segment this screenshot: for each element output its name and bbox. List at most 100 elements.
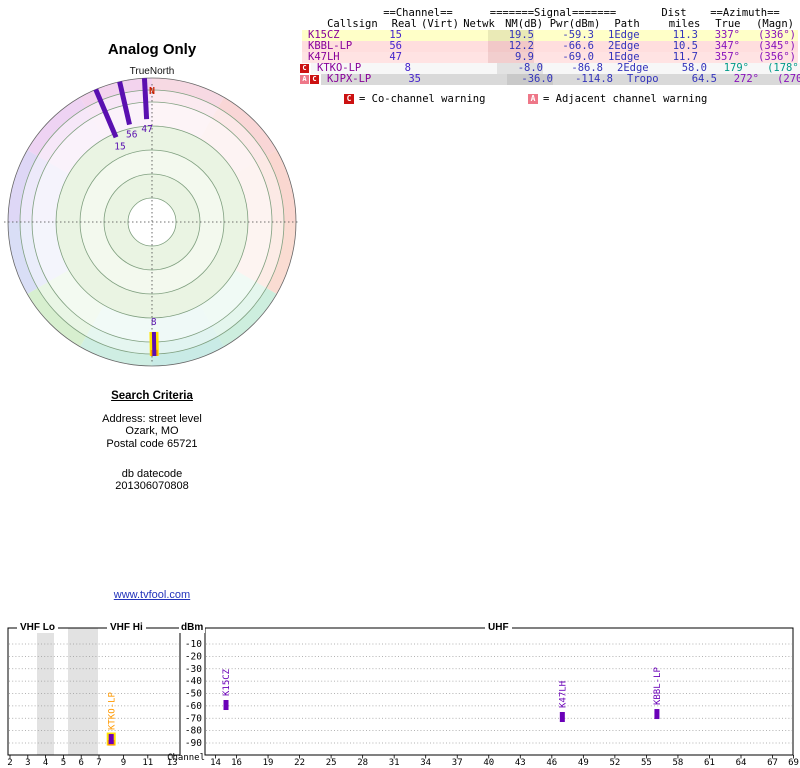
azimuth-ring-segment	[235, 162, 272, 222]
signal-bar-label: KTKO-LP	[107, 692, 117, 731]
azimuth-ring-segment	[48, 118, 104, 174]
group-header-label: =======Signal=======	[489, 7, 617, 19]
search-criteria-heading: Search Criteria	[111, 390, 193, 402]
co-channel-badge: C	[310, 75, 319, 84]
channel-tick-label: 31	[389, 758, 400, 768]
channel-tick-label: 55	[641, 758, 652, 768]
pwr-dbm-cell: -114.8	[575, 73, 613, 85]
real-channel-cell: 8	[404, 62, 411, 74]
dbm-tick-label: -90	[185, 738, 202, 749]
azimuth-ring-segment	[200, 270, 256, 326]
path-cell: 2Edge	[608, 40, 640, 52]
channel-tick-label: 49	[578, 758, 589, 768]
channel-tick-label: 9	[121, 758, 126, 768]
magn-azimuth-cell: (345°)	[758, 40, 796, 52]
pwr-dbm-cell: -66.6	[562, 40, 594, 52]
column-header-real-channel-cell: Real	[391, 18, 417, 30]
miles-cell: 58.0	[681, 62, 707, 74]
true-north-label: TrueNorth	[129, 66, 175, 77]
co-channel-badge: C	[344, 94, 354, 104]
network-cell	[455, 63, 497, 74]
channel-tick-label: 52	[609, 758, 620, 768]
channel-tick-label: 64	[736, 758, 747, 768]
column-header-nm-db-cell: NM(dB)	[505, 18, 544, 30]
station-channel-label: 8	[151, 317, 157, 328]
column-header-network-cell: Netwk	[463, 18, 495, 30]
azimuth-ring-segment	[212, 107, 267, 162]
datecode-label: db datecode	[121, 467, 183, 480]
azimuth-ring-segment	[20, 156, 49, 222]
channel-tick-label: 61	[704, 758, 715, 768]
group-header-cell: ==Azimuth==	[696, 8, 794, 19]
station-line	[93, 88, 119, 139]
azimuth-ring-segment	[255, 222, 284, 288]
spectrum-band	[37, 628, 54, 755]
nm-db-cell: 9.9	[488, 52, 534, 63]
channel-tick-label: 37	[452, 758, 463, 768]
pwr-dbm-cell: -86.8	[571, 62, 603, 74]
column-header-virtual-channel-cell: (Virt)	[421, 18, 459, 30]
group-header-cell: ==Channel==	[378, 8, 458, 19]
azimuth-ring-segment	[218, 288, 277, 347]
path-cell: Tropo	[627, 73, 659, 85]
column-header-true-azimuth-cell: True	[715, 18, 741, 30]
group-header-cell: Dist	[652, 8, 696, 19]
azimuth-ring-segment	[37, 282, 92, 337]
callsign-cell: KJPX-LP	[327, 73, 372, 85]
azimuth-ring-segment	[152, 78, 224, 108]
true-azimuth-cell: 179°	[723, 62, 749, 74]
signal-bar-label: K47LH	[559, 681, 569, 708]
virtual-channel-cell	[402, 30, 446, 41]
uhf-section-label: UHF	[485, 622, 512, 633]
callsign-cell: K47LH	[308, 51, 340, 63]
azimuth-ring-segment	[48, 270, 104, 326]
dbm-tick-label: -60	[185, 701, 202, 712]
search-postal-line: Postal code 65721	[106, 437, 198, 450]
datecode-value: 201306070808	[115, 480, 189, 493]
dbm-tick-label: -20	[185, 651, 202, 662]
tvfool-link[interactable]: www.tvfool.com	[113, 589, 191, 601]
column-header-magn-azimuth-cell: (Magn)	[756, 18, 794, 30]
true-azimuth-cell: 357°	[714, 51, 740, 63]
search-address-line: Address: street level	[102, 413, 202, 425]
co-channel-badge: C	[300, 64, 309, 73]
virtual-channel-cell	[421, 74, 465, 85]
channel-tick-label: 3	[25, 758, 30, 768]
adjacent-channel-badge: A	[528, 94, 538, 104]
true-azimuth-cell: 272°	[733, 73, 759, 85]
north-marker: N	[149, 86, 155, 97]
nm-db-cell: 19.5	[488, 30, 534, 41]
group-header-label: ==Channel==	[383, 7, 453, 19]
azimuth-ring-segment	[80, 336, 152, 366]
true-azimuth-cell: 337°	[714, 29, 740, 41]
vhf-panel-border	[7, 627, 181, 756]
azimuth-ring-segment	[32, 222, 69, 282]
search-city-line: Ozark, MO	[125, 425, 179, 438]
station-table: ==Channel== =======Signal======= Dist ==Azi…	[300, 7, 800, 85]
channel-tick-label: 25	[326, 758, 337, 768]
group-header-label: Dist	[661, 7, 687, 19]
callsign-cell: KTKO-LP	[317, 62, 362, 74]
channel-tick-label: 6	[78, 758, 83, 768]
azimuth-ring-segment	[32, 162, 69, 222]
path-cell: 1Edge	[608, 29, 640, 41]
search-criteria: Search Criteria Address: street level Oz…	[27, 390, 277, 492]
dbm-axis-label: dBm	[179, 622, 206, 633]
channel-tick-label: 2	[7, 758, 12, 768]
magn-azimuth-cell: (270°)	[777, 73, 800, 85]
channel-tick-label: 11	[142, 758, 153, 768]
network-cell	[446, 52, 488, 63]
legend-text: = Adjacent channel warning	[543, 93, 708, 105]
column-header-callsign-cell: Callsign	[327, 18, 378, 30]
channel-tick-label: 16	[231, 758, 242, 768]
magn-azimuth-cell: (356°)	[758, 51, 796, 63]
azimuth-ring-segment	[8, 222, 38, 294]
